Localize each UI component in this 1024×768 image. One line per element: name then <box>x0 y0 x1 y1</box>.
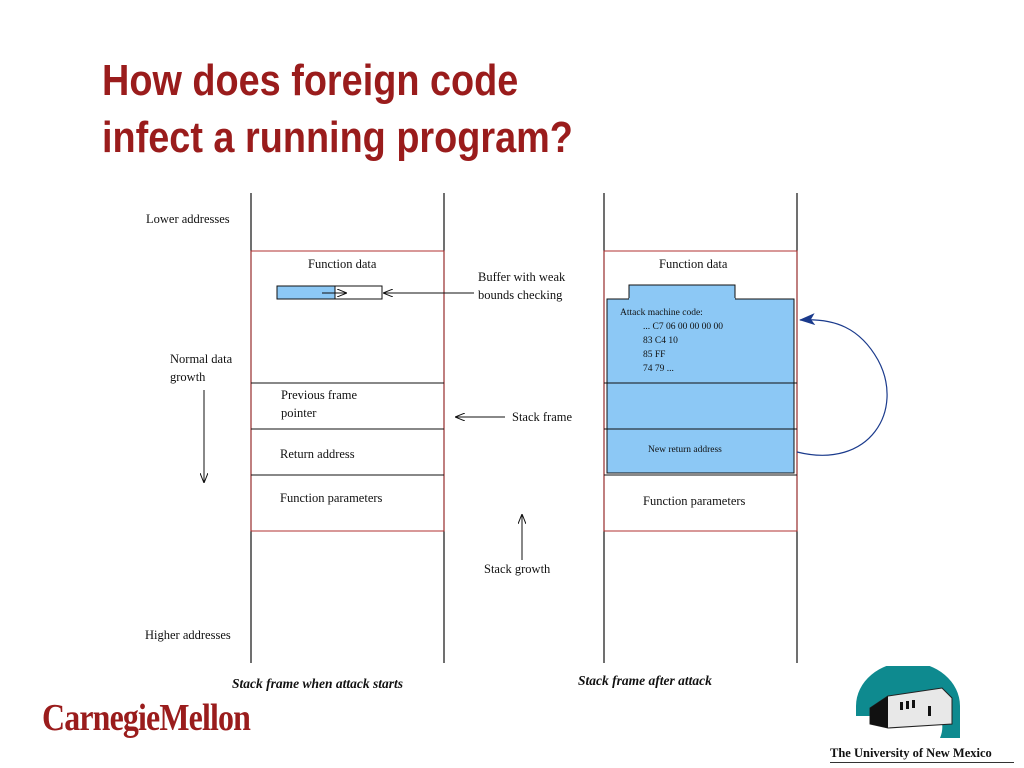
unm-name: The University of New Mexico <box>830 746 992 760</box>
after-buffer-tab <box>628 284 736 300</box>
before-prev-frame-label-line-2: pointer <box>281 406 317 420</box>
lower-addresses-label: Lower addresses <box>146 212 230 226</box>
normal-growth-label-line-2: growth <box>170 370 206 384</box>
buffer-label-line-1: Buffer with weak <box>478 270 566 284</box>
before-function-data-label: Function data <box>308 257 377 271</box>
stack-frame-label: Stack frame <box>512 410 572 424</box>
before-return-address-label: Return address <box>280 447 355 461</box>
unm-logo-window-3 <box>912 700 915 708</box>
stack-before-frame <box>250 250 445 532</box>
slide-title-line-1: How does foreign code <box>102 56 519 105</box>
after-caption: Stack frame after attack <box>578 673 712 688</box>
unm-underline <box>830 762 1014 763</box>
unm-logo-window-4 <box>928 706 931 716</box>
before-caption: Stack frame when attack starts <box>232 676 403 691</box>
after-code-line-3: 85 FF <box>643 350 665 360</box>
unm-logo-window-1 <box>900 702 903 710</box>
after-attack-code-title: Attack machine code: <box>620 308 703 318</box>
unm-logo-building-shade <box>870 696 888 728</box>
unm-logo-sun-arc <box>856 666 960 738</box>
stack-after: Function data Attack machine code: ... C… <box>578 193 798 688</box>
buffer-label-line-2: bounds checking <box>478 288 563 302</box>
return-jump-arrow <box>796 313 888 456</box>
stack-growth-label: Stack growth <box>484 562 551 576</box>
unm-logo-building <box>869 687 953 729</box>
after-function-data-label: Function data <box>659 257 728 271</box>
after-code-line-2: 83 C4 10 <box>643 336 678 346</box>
after-code-line-4: 74 79 ... <box>643 364 674 374</box>
unm-logo-window-2 <box>906 701 909 709</box>
unm-logo-icon <box>856 666 960 738</box>
before-prev-frame-label-line-1: Previous frame <box>281 388 357 402</box>
after-new-return-address-label: New return address <box>648 445 722 455</box>
after-code-line-1: ... C7 06 00 00 00 00 <box>643 322 723 332</box>
before-function-parameters-label: Function parameters <box>280 491 383 505</box>
higher-addresses-label: Higher addresses <box>145 628 231 642</box>
stack-after-frame <box>603 250 798 532</box>
slide-title-line-2: infect a running program? <box>102 113 573 162</box>
carnegie-mellon-logo: CarnegieMellon <box>42 697 251 739</box>
normal-growth-label-line-1: Normal data <box>170 352 233 366</box>
slide-title: How does foreign code infect a running p… <box>102 52 573 166</box>
after-function-parameters-label: Function parameters <box>643 494 746 508</box>
stack-before: Function data Previous frame pointer Ret… <box>232 193 445 691</box>
